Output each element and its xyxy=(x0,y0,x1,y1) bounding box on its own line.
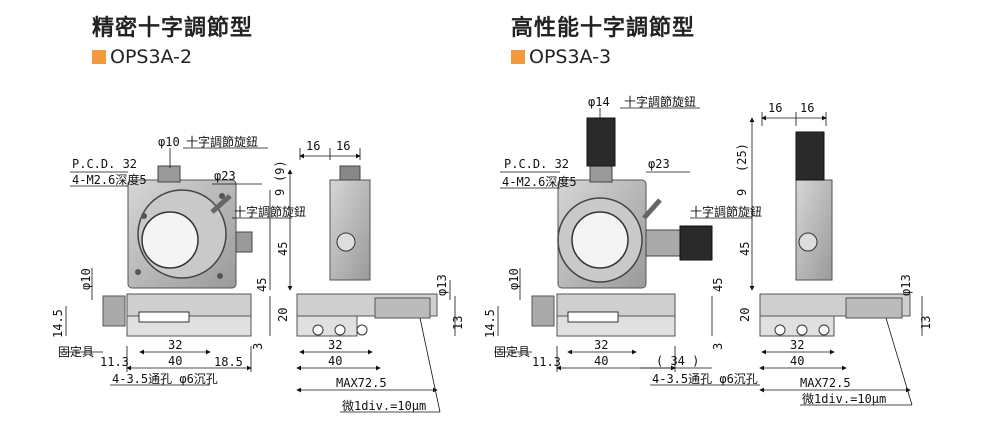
dim-3: 3 xyxy=(251,343,265,350)
model-ops3a-3: OPS3A-3 xyxy=(511,46,611,68)
dim-9: 9 xyxy=(273,189,287,196)
dim-bore: φ23 xyxy=(648,157,670,171)
side-view-body xyxy=(329,179,371,281)
center-bore xyxy=(571,211,629,269)
dim-25p: (25) xyxy=(735,143,749,172)
dim-max: MAX72.5 xyxy=(800,376,851,390)
orange-square-icon xyxy=(92,50,106,64)
title-ops3a-2: 精密十字調節型 xyxy=(92,16,254,41)
center-bore xyxy=(141,211,199,269)
dim-40: 40 xyxy=(594,354,608,368)
dim-20: 20 xyxy=(276,308,290,322)
dim-32: 32 xyxy=(594,338,608,352)
dim-45a: 45 xyxy=(738,242,752,256)
dim-40-side: 40 xyxy=(790,354,804,368)
label-fixer: 固定具 xyxy=(494,344,530,359)
dim-40-side: 40 xyxy=(328,354,342,368)
side-knob-dark xyxy=(679,225,713,261)
dim-34: ( 34 ) xyxy=(656,354,699,368)
side-view-body xyxy=(795,179,833,281)
fixer-block xyxy=(531,295,555,327)
label-thread: 4-M2.6深度5 xyxy=(502,174,577,189)
dim-phi10: φ10 xyxy=(79,268,93,290)
dim-phi13: φ13 xyxy=(899,274,913,296)
dim-32: 32 xyxy=(168,338,182,352)
label-knob-top: 十字調節旋鈕 xyxy=(624,94,696,109)
label-knob-side: 十字調節旋鈕 xyxy=(234,204,306,219)
label-fixer: 固定具 xyxy=(58,344,94,359)
label-pcd: P.C.D. 32 xyxy=(72,157,137,171)
model-ops3a-2: OPS3A-2 xyxy=(92,46,192,68)
dim-14-5: 14.5 xyxy=(51,309,65,338)
dim-18-5: 18.5 xyxy=(214,355,243,369)
dim-45b: 45 xyxy=(255,278,269,292)
model-label: OPS3A-3 xyxy=(529,46,612,68)
dim-14-5: 14.5 xyxy=(483,309,497,338)
top-knob xyxy=(157,165,181,183)
dim-16a: 16 xyxy=(768,101,782,115)
dim-11-3: 11.3 xyxy=(100,355,129,369)
orange-square-icon xyxy=(511,50,525,64)
dim-knob-dia: φ14 xyxy=(588,95,610,109)
dim-40: 40 xyxy=(168,354,182,368)
dim-11-3: 11.3 xyxy=(532,355,561,369)
top-knob-dark xyxy=(586,117,616,167)
title-ops3a-3: 高性能十字調節型 xyxy=(511,16,696,41)
dim-phi13: φ13 xyxy=(435,274,449,296)
label-fine: 微1div.=10μm xyxy=(802,392,886,406)
dim-32-side: 32 xyxy=(328,338,342,352)
dim-9p: (9) xyxy=(273,160,287,182)
dim-32-side: 32 xyxy=(790,338,804,352)
label-thread: 4-M2.6深度5 xyxy=(72,172,147,187)
label-holes: 4-3.5通孔 φ6沉孔 xyxy=(652,372,758,386)
dim-20: 20 xyxy=(738,308,752,322)
dim-9: 9 xyxy=(735,189,749,196)
dim-knob-dia: φ10 xyxy=(158,135,180,149)
dim-16b: 16 xyxy=(336,139,350,153)
side-knob xyxy=(235,231,253,253)
micrometer xyxy=(374,297,431,319)
label-holes: 4-3.5通孔 φ6沉孔 xyxy=(112,372,218,386)
dim-45b: 45 xyxy=(711,278,725,292)
fixer-block xyxy=(102,295,126,327)
drawing-ops3a-2: φ10 十字調節旋鈕 P.C.D. 32 4-M2.6深度5 φ23 十字調節旋… xyxy=(51,134,465,413)
label-knob-top: 十字調節旋鈕 xyxy=(186,134,258,149)
dim-bore: φ23 xyxy=(214,169,236,183)
dim-phi10: φ10 xyxy=(507,268,521,290)
label-knob-side: 十字調節旋鈕 xyxy=(690,204,762,219)
dim-13: 13 xyxy=(451,316,465,330)
label-fine: 微1div.=10μm xyxy=(342,399,426,413)
label-pcd: P.C.D. 32 xyxy=(504,157,569,171)
dim-16b: 16 xyxy=(800,101,814,115)
drawing-ops3a-3: φ14 十字調節旋鈕 P.C.D. 32 4-M2.6深度5 φ23 十字調節旋… xyxy=(483,94,933,406)
dim-max: MAX72.5 xyxy=(336,376,387,390)
dim-13: 13 xyxy=(919,316,933,330)
dim-16a: 16 xyxy=(306,139,320,153)
dim-3: 3 xyxy=(711,343,725,350)
model-label: OPS3A-2 xyxy=(110,46,193,68)
dim-45a: 45 xyxy=(276,242,290,256)
micrometer xyxy=(845,297,903,319)
